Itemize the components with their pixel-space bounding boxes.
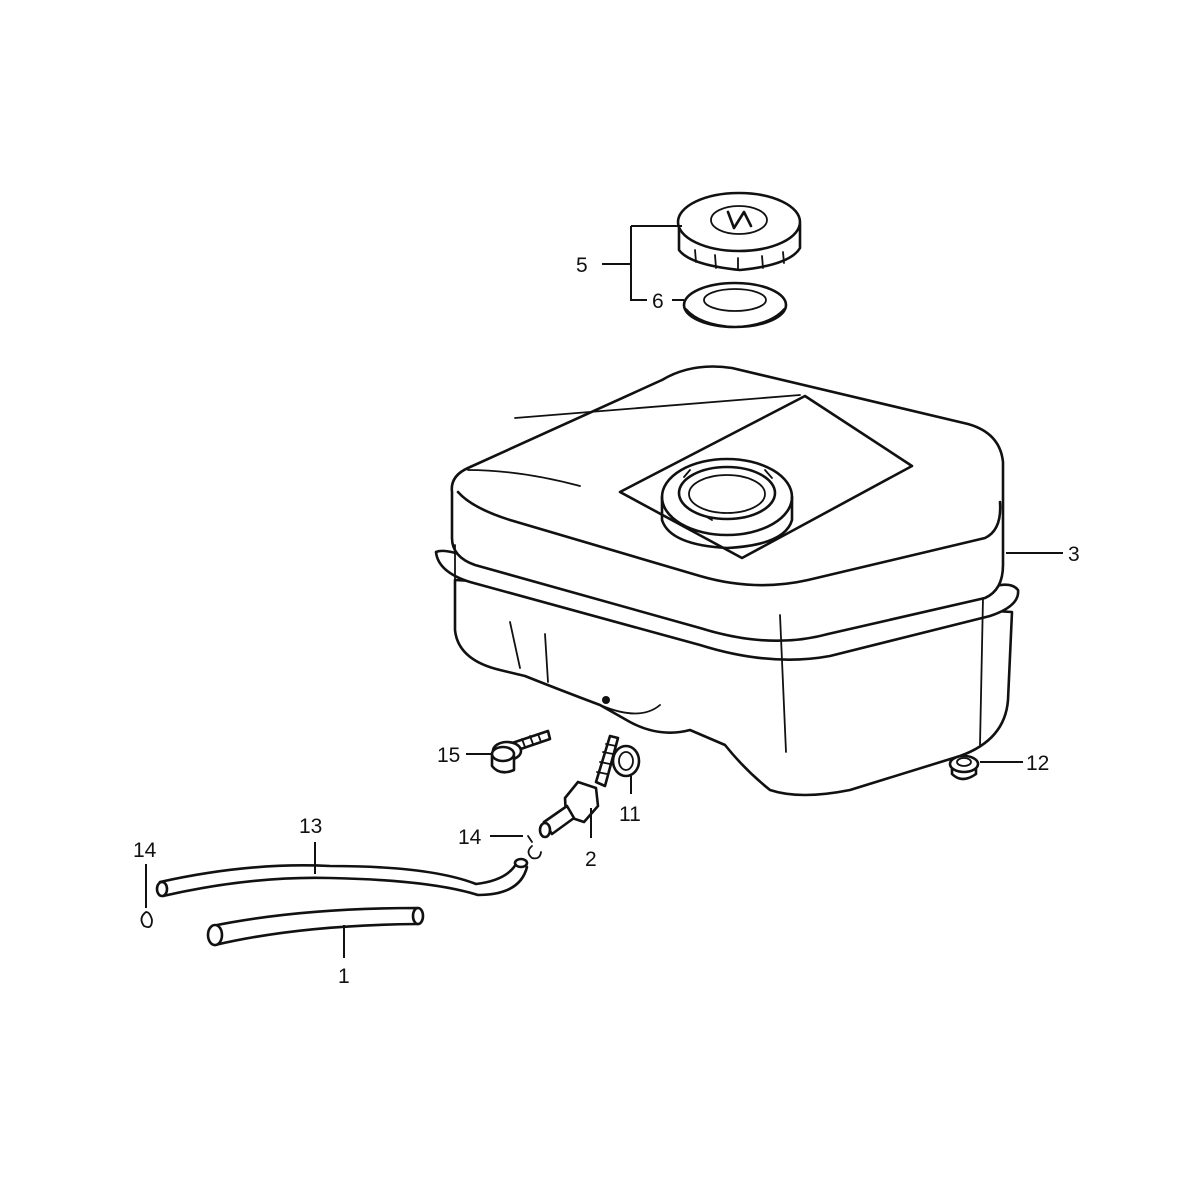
callout-11: 11 <box>619 803 641 826</box>
leader-lines <box>145 225 1063 958</box>
callout-2: 2 <box>585 848 597 871</box>
hose-clip-mid <box>527 835 542 860</box>
hose-clip-left <box>140 911 153 929</box>
tank-bolt <box>490 729 552 774</box>
cap-gasket <box>682 281 788 329</box>
fuel-valve <box>538 734 620 839</box>
callout-14-mid: 14 <box>458 826 482 849</box>
callout-15: 15 <box>437 744 460 767</box>
callout-6: 6 <box>652 290 664 313</box>
callout-14-left: 14 <box>133 839 157 862</box>
fuel-hose <box>155 857 529 898</box>
callout-1: 1 <box>338 965 350 988</box>
fuel-filler-cap <box>676 191 802 272</box>
callout-13: 13 <box>299 815 322 838</box>
valve-washer <box>611 744 641 778</box>
fuel-tank <box>434 365 1020 797</box>
callout-5: 5 <box>576 254 588 277</box>
loose-hose <box>206 906 425 947</box>
callout-12: 12 <box>1026 752 1049 775</box>
callout-3: 3 <box>1068 543 1080 566</box>
drain-plug <box>948 754 980 781</box>
